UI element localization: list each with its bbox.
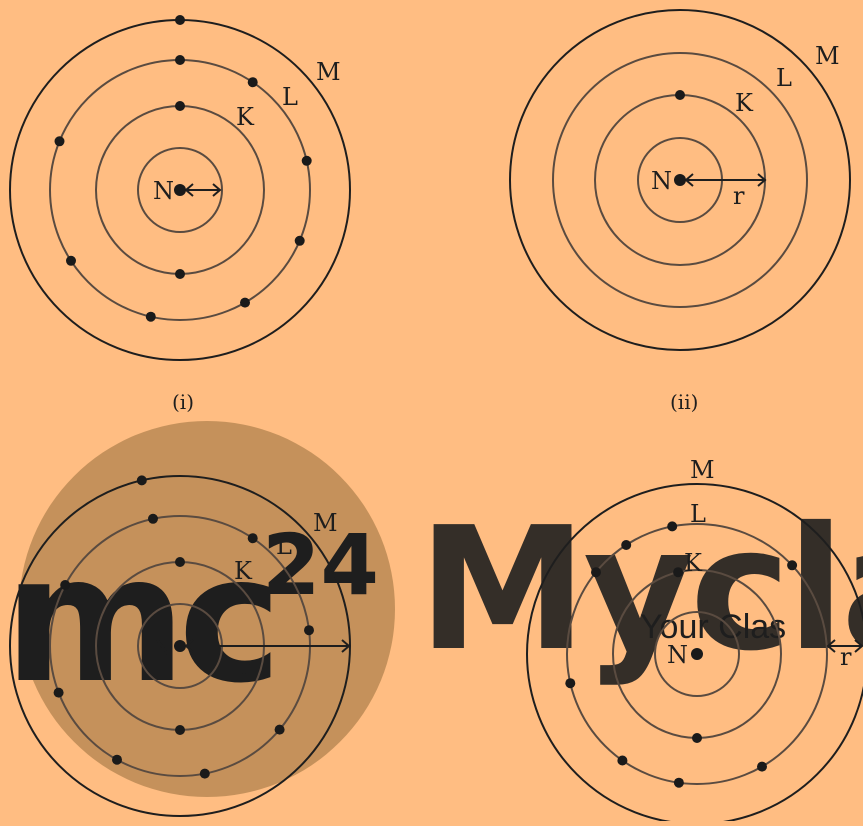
watermark-logo-text: mc [4,519,274,722]
shell-k-label: K [234,557,253,585]
electron-dot [757,761,767,772]
caption: (i) [172,390,194,414]
atom-diagram-4: N r K L M [526,456,863,825]
electron-dot [240,297,250,308]
electrons [675,90,685,100]
nucleus-circle [137,147,223,233]
shell-m-label: M [316,58,341,86]
atom-diagram-1: N K L M (i) [9,15,351,414]
electrons [565,521,798,788]
shell-k-label: K [684,549,703,577]
radius-label: r [840,643,852,671]
electron-dot [692,733,702,743]
electron-dot [675,90,685,100]
electron-dot [247,77,258,88]
shell-k-label: K [735,89,754,117]
shell-l-label: L [276,532,292,560]
nucleus-dot [174,184,186,196]
atom-diagram-2: N r K L M (ii) [509,9,851,414]
electron-dot [175,269,185,279]
nucleus-label: N [151,633,172,661]
electron-dot [294,235,305,246]
electron-dot [667,521,678,532]
radius-label: r [733,182,745,210]
electron-dot [175,15,185,25]
electron-dot [175,55,185,65]
electrons [53,475,314,779]
electrons [54,15,312,322]
electron-dot [175,101,185,111]
watermark-logo-circle [19,421,395,797]
shell-k-label: K [236,103,255,131]
electron-dot [621,540,632,550]
electron-dot [66,255,76,266]
shell-m-label: M [690,456,715,484]
shell-l-label: L [690,500,706,528]
caption: (ii) [670,390,698,414]
electron-dot [148,513,158,524]
radius-arrow [826,639,863,653]
watermark: mc 24 Myclas Your Clas [4,421,863,797]
shell-m-circle [509,9,851,351]
electron-dot [565,678,576,689]
nucleus-dot [674,174,686,186]
shell-l-label: L [776,64,792,92]
electron-dot [787,560,798,571]
electron-dot [199,768,210,779]
electron-dot [145,311,156,322]
nucleus-circle [654,611,740,697]
electron-dot [54,136,65,147]
electron-dot [304,625,314,636]
electron-dot [301,155,312,166]
nucleus-dot [174,640,186,652]
electron-dot [175,725,185,735]
shell-m-label: M [313,509,338,537]
electron-dot [175,557,185,567]
watermark-brand: Myclas [418,491,863,689]
electron-dot [673,777,684,788]
electron-dot [274,724,285,735]
shell-l-label: L [282,83,298,111]
electron-dot [60,580,71,590]
shell-l-circle [552,52,808,308]
electron-dot [247,533,258,544]
shell-m-label: M [815,42,840,70]
watermark-tagline: Your Clas [640,608,786,646]
nucleus-label: N [667,641,688,669]
nucleus-label: N [153,177,174,205]
electron-dot [112,754,122,765]
atom-diagram-3: N r K L M [9,475,351,817]
electron-dot [53,687,64,698]
electron-dot [136,475,147,486]
electron-dot [617,755,628,766]
radius-label: r [240,653,252,681]
nucleus-dot [691,648,703,660]
nucleus-label: N [651,167,672,195]
electron-dot [673,567,684,578]
shell-l-circle [566,523,828,785]
electron-dot [591,567,601,578]
